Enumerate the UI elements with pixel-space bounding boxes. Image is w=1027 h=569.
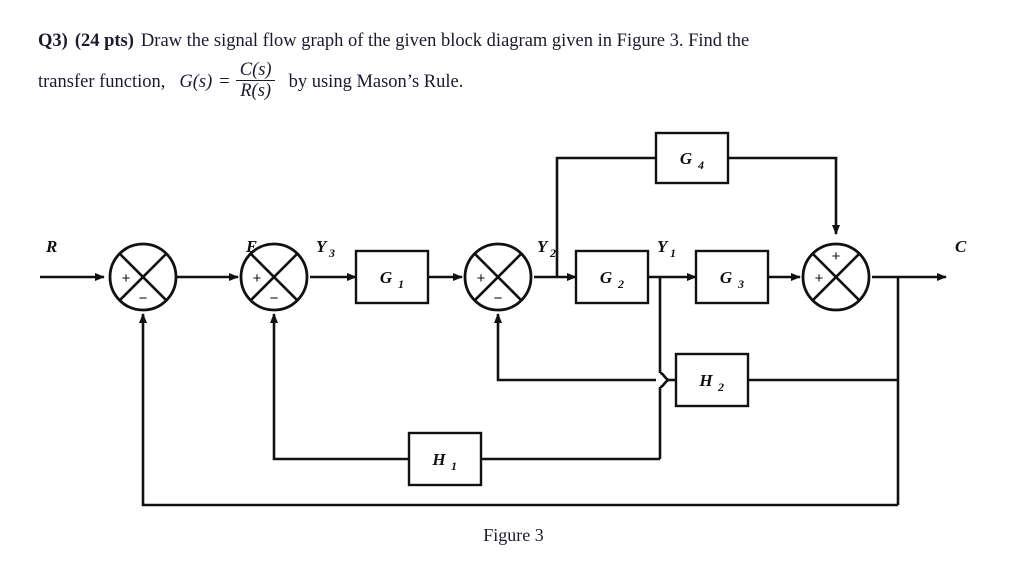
signal-label-y2: Y: [537, 237, 549, 256]
wire-g4-to-sum4: [728, 156, 840, 235]
block-h1-label: H: [431, 450, 446, 469]
block-g1-label: G: [380, 268, 393, 287]
block-h1: H 1: [407, 431, 483, 487]
summing-junction-3: + −: [463, 242, 533, 312]
question-line-1: Q3) (24 pts) Draw the signal flow graph of…: [38, 26, 988, 56]
summing-junction-1: + −: [108, 242, 178, 312]
signal-label-y2-subscript: 2: [549, 246, 556, 260]
block-h1-rect: [407, 431, 483, 487]
fraction-denominator: R(s): [236, 80, 276, 101]
fraction-numerator: C(s): [239, 60, 272, 80]
question-points: (24 pts): [74, 31, 134, 51]
block-g2: G 2: [574, 249, 650, 305]
block-g2-rect: [574, 249, 650, 305]
wire-h2-hop-upper: [659, 371, 669, 382]
block-g1-subscript: 1: [398, 277, 404, 291]
signal-label-r: R: [45, 237, 57, 256]
equals-sign: =: [219, 71, 230, 92]
signal-labels: R E Y 3 Y 2 Y 1 C: [45, 237, 967, 260]
sum3-sign-plus: +: [477, 270, 486, 287]
wire-y2-to-g4: [555, 156, 656, 277]
sum4-sign-plus-left: +: [815, 270, 824, 287]
question-block: Q3) (24 pts) Draw the signal flow graph of…: [38, 26, 988, 102]
sum1-cross-b: [118, 252, 168, 302]
signal-label-e: E: [245, 237, 257, 256]
sum1-sign-plus: +: [122, 270, 131, 287]
diagram-wires: [40, 156, 947, 507]
wire-h2-hop-lower: [659, 378, 669, 389]
sum4-sign-plus-top: +: [832, 248, 841, 265]
transfer-function-fraction: C(s) R(s): [236, 60, 276, 101]
block-g1: G 1: [354, 249, 430, 305]
wire-h1-to-sum2: [270, 313, 409, 461]
sum2-sign-plus: +: [253, 270, 262, 287]
block-h2-label: H: [698, 371, 713, 390]
transfer-function-symbol: G(s): [179, 71, 213, 92]
summing-junction-2: + −: [239, 242, 309, 312]
block-g4-rect: [654, 131, 730, 185]
block-g2-subscript: 2: [617, 277, 624, 291]
signal-label-y3: Y: [316, 237, 328, 256]
question-line-2-suffix: by using Mason’s Rule.: [288, 71, 464, 92]
sum3-sign-minus: −: [494, 290, 503, 307]
signal-label-y3-subscript: 3: [328, 246, 335, 260]
block-h1-subscript: 1: [451, 459, 457, 473]
block-g3-subscript: 3: [737, 277, 744, 291]
block-diagram: + − + − + − + + G 1 G 2 G 3: [0, 118, 1027, 528]
block-h2-rect: [674, 352, 750, 408]
question-line-2: transfer function, G(s) = C(s) R(s) by u…: [38, 60, 988, 102]
figure-caption: Figure 3: [483, 525, 544, 545]
block-h2-subscript: 2: [717, 380, 724, 394]
block-g1-rect: [354, 249, 430, 305]
sum2-sign-minus: −: [270, 290, 279, 307]
sum2-cross-b: [249, 252, 299, 302]
signal-label-y1: Y: [657, 237, 669, 256]
block-g4-subscript: 4: [697, 158, 704, 172]
question-line-1-text: Draw the signal flow graph of the given …: [140, 31, 750, 51]
question-number: Q3): [38, 31, 68, 51]
sum4-cross-b: [811, 252, 861, 302]
block-g4-label: G: [680, 149, 693, 168]
block-g2-label: G: [600, 268, 613, 287]
sum1-sign-minus: −: [139, 290, 148, 307]
wire-outer-feedback: [139, 313, 898, 507]
block-g3-rect: [694, 249, 770, 305]
signal-label-y1-subscript: 1: [670, 246, 676, 260]
question-line-2-prefix: transfer function,: [38, 71, 166, 92]
summing-junction-4: + +: [801, 242, 871, 312]
signal-label-c: C: [955, 237, 967, 256]
sum3-cross-b: [473, 252, 523, 302]
block-g3: G 3: [694, 249, 770, 305]
block-g4: G 4: [654, 131, 730, 185]
wire-h2-to-sum3: [494, 313, 656, 382]
block-h2: H 2: [674, 352, 750, 408]
block-g3-label: G: [720, 268, 733, 287]
